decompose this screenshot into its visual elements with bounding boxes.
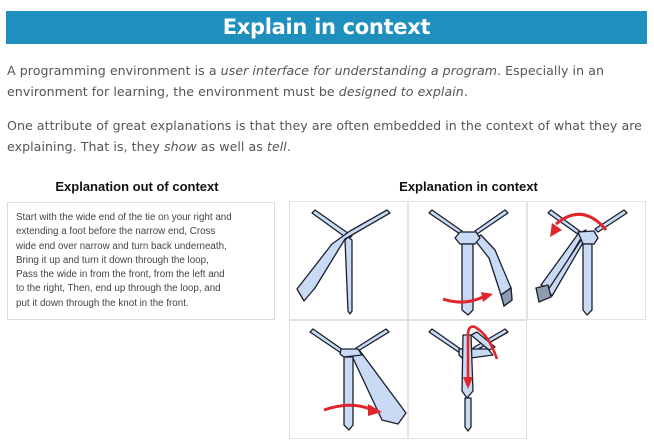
instructions-textbox: Start with the wide end of the tie on yo…	[7, 202, 275, 320]
text: .	[463, 84, 468, 99]
instruction-line: Bring it up and turn it down through the…	[16, 254, 209, 266]
instruction-line: to the right, Then, end up through the l…	[16, 283, 221, 295]
text: . Especially in an environment for learn…	[7, 63, 604, 99]
tie-cross-illustration	[296, 209, 391, 315]
in-context-heading: Explanation in context	[399, 179, 538, 194]
text: A programming environment is a	[7, 63, 221, 78]
emphasis: user interface for understanding a progr…	[220, 63, 498, 78]
instruction-line: wide end over narrow and turn back under…	[16, 240, 227, 252]
emphasis: show	[163, 139, 197, 154]
text: as well as	[196, 139, 267, 154]
tie-step-1	[289, 201, 408, 320]
instruction-line: extending a foot before the narrow end, …	[16, 226, 216, 238]
text: .	[286, 139, 291, 154]
text: One attribute of great explanations is t…	[7, 118, 642, 154]
tie-bring-up-illustration	[535, 209, 628, 316]
page-title-banner: Explain in context	[6, 11, 647, 44]
emphasis: tell	[266, 139, 287, 154]
out-of-context-heading: Explanation out of context	[55, 179, 219, 194]
tie-pass-across-illustration	[309, 328, 407, 431]
tie-through-knot-illustration	[428, 325, 509, 432]
page-title: Explain in context	[222, 15, 431, 39]
instruction-line: Start with the wide end of the tie on yo…	[16, 212, 232, 223]
intro-paragraph-2: One attribute of great explanations is t…	[7, 115, 647, 157]
tie-step-5	[408, 320, 527, 439]
instruction-line: Pass the wide in from the front, from th…	[16, 269, 225, 281]
tie-step-2	[408, 201, 527, 320]
tie-turn-under-illustration	[428, 209, 513, 316]
intro-paragraph-1: A programming environment is a user inte…	[7, 60, 647, 102]
instruction-line: put it down through the knot in the fron…	[16, 297, 189, 309]
tie-step-3	[527, 201, 646, 320]
emphasis: designed to explain	[338, 84, 464, 99]
tie-step-4	[289, 320, 408, 439]
